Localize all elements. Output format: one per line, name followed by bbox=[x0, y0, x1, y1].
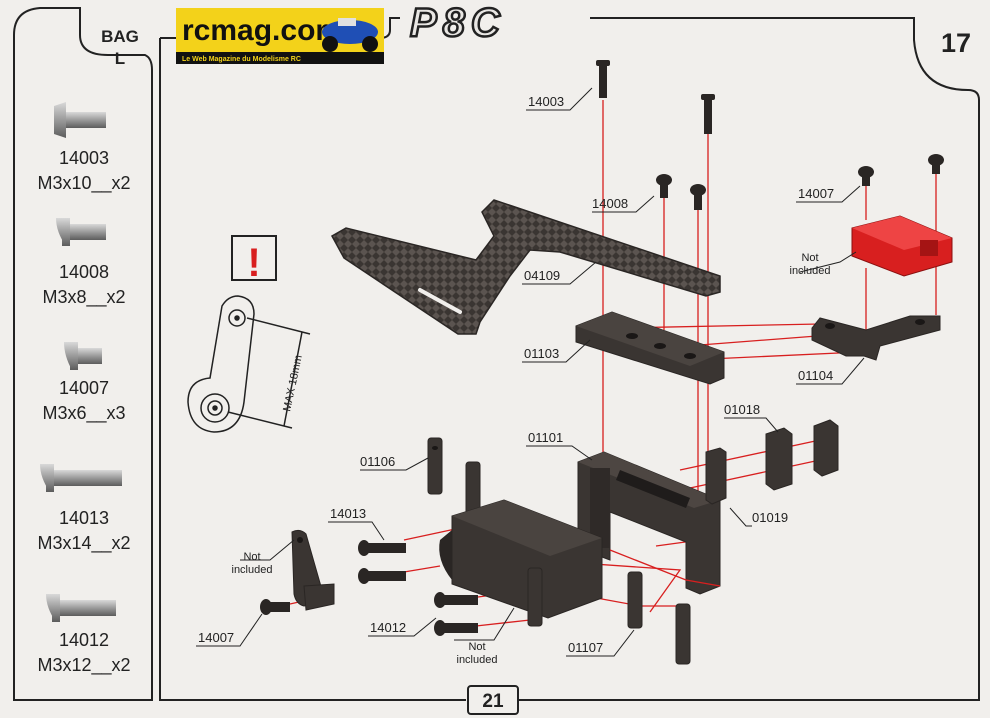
standoff-01106-a bbox=[427, 437, 443, 495]
screw-14012-top bbox=[434, 592, 478, 608]
buggy-icon bbox=[322, 18, 378, 52]
hardware-code: 14013 bbox=[59, 508, 109, 528]
label-04109: 04109 bbox=[524, 268, 560, 283]
not-included-box-line2: included bbox=[790, 265, 831, 277]
label-14008: 14008 bbox=[592, 196, 628, 211]
label-01018: 01018 bbox=[724, 402, 760, 417]
rcmag-logo: rcmag.com Le Web Magazine du Modelisme R… bbox=[176, 8, 384, 64]
button-head-screw-icon bbox=[40, 464, 122, 492]
label-01104: 01104 bbox=[798, 368, 833, 383]
warning-box bbox=[231, 235, 277, 281]
plate-01107-left bbox=[627, 571, 643, 629]
label-14007-top: 14007 bbox=[798, 186, 834, 201]
label-01019: 01019 bbox=[752, 510, 788, 525]
servo-arm-sketch bbox=[187, 295, 311, 433]
hardware-code: 14008 bbox=[59, 262, 109, 282]
label-14013: 14013 bbox=[330, 506, 366, 521]
max-length-label: MAX 18mm bbox=[281, 354, 305, 413]
screw-14007-red-box-left bbox=[858, 166, 874, 186]
mount-bar-01103 bbox=[575, 311, 725, 385]
plate-01107-center bbox=[527, 567, 543, 627]
logo-text: rcmag.com bbox=[182, 14, 342, 47]
hardware-item-14008: 14008 M3x8__x2 bbox=[42, 218, 126, 308]
spacer-01019 bbox=[705, 447, 727, 505]
hardware-code: 14003 bbox=[59, 148, 109, 168]
hardware-item-14013: 14013 M3x14__x2 bbox=[37, 464, 131, 554]
screw-14007-red-box-right bbox=[928, 154, 944, 174]
label-14012: 14012 bbox=[370, 620, 406, 635]
carbon-top-plate-04109 bbox=[330, 199, 721, 335]
button-head-screw-icon bbox=[64, 342, 102, 370]
not-included-horn-line2: included bbox=[232, 564, 273, 576]
callout-leaders bbox=[196, 87, 865, 657]
model-name: P8C bbox=[410, 1, 506, 45]
step-number: 17 bbox=[941, 28, 971, 58]
bracket-01104 bbox=[811, 315, 941, 361]
label-14003: 14003 bbox=[528, 94, 564, 109]
not-included-servo-line1: Not bbox=[468, 641, 485, 653]
servo-horn bbox=[291, 529, 335, 611]
label-01107: 01107 bbox=[568, 640, 603, 655]
red-receiver-box bbox=[851, 215, 953, 277]
hardware-size: M3x10__x2 bbox=[37, 173, 130, 194]
hardware-size: M3x8__x2 bbox=[42, 287, 125, 308]
warning-icon: ! bbox=[247, 241, 260, 285]
label-01101: 01101 bbox=[528, 430, 563, 445]
screw-14013-bottom bbox=[358, 568, 406, 584]
hardware-size: M3x6__x3 bbox=[42, 403, 125, 424]
label-01103: 01103 bbox=[524, 346, 559, 361]
screw-14003-top-left bbox=[596, 60, 610, 98]
page-number: 21 bbox=[482, 691, 504, 712]
block-01018-right bbox=[813, 419, 839, 477]
hardware-size: M3x12__x2 bbox=[37, 655, 130, 676]
hardware-item-14012: 14012 M3x12__x2 bbox=[37, 594, 131, 676]
button-head-screw-icon bbox=[46, 594, 116, 622]
servo-body bbox=[439, 499, 603, 619]
not-included-servo-line2: included bbox=[457, 654, 498, 666]
screw-14012-bottom bbox=[434, 620, 478, 636]
bag-letter: L bbox=[115, 49, 125, 68]
screw-14008-left bbox=[656, 174, 672, 198]
not-included-horn-line1: Not bbox=[243, 551, 260, 563]
hardware-code: 14012 bbox=[59, 630, 109, 650]
plate-01107-right bbox=[675, 603, 691, 665]
top-plate-slot bbox=[418, 288, 462, 314]
label-01106: 01106 bbox=[360, 454, 395, 469]
hardware-item-14007: 14007 M3x6__x3 bbox=[42, 342, 126, 424]
bag-label: BAG bbox=[101, 27, 139, 46]
block-01018-left bbox=[765, 427, 793, 491]
label-14007-bottom: 14007 bbox=[198, 630, 234, 645]
screw-14003-top-right bbox=[701, 94, 715, 134]
hardware-item-14003: 14003 M3x10__x2 bbox=[37, 102, 131, 194]
screw-14008-right bbox=[690, 184, 706, 210]
button-head-screw-icon bbox=[56, 218, 106, 246]
logo-tagline: Le Web Magazine du Modelisme RC bbox=[182, 56, 301, 63]
countersunk-screw-icon bbox=[54, 102, 106, 138]
sidebar-frame bbox=[13, 7, 153, 701]
hardware-size: M3x14__x2 bbox=[37, 533, 130, 554]
page-number-box bbox=[467, 685, 519, 715]
screw-14007-horn bbox=[260, 599, 290, 615]
not-included-box-line1: Not bbox=[801, 252, 818, 264]
screw-14013-top bbox=[358, 540, 406, 556]
servo-frame-01101 bbox=[577, 451, 721, 595]
hardware-code: 14007 bbox=[59, 378, 109, 398]
